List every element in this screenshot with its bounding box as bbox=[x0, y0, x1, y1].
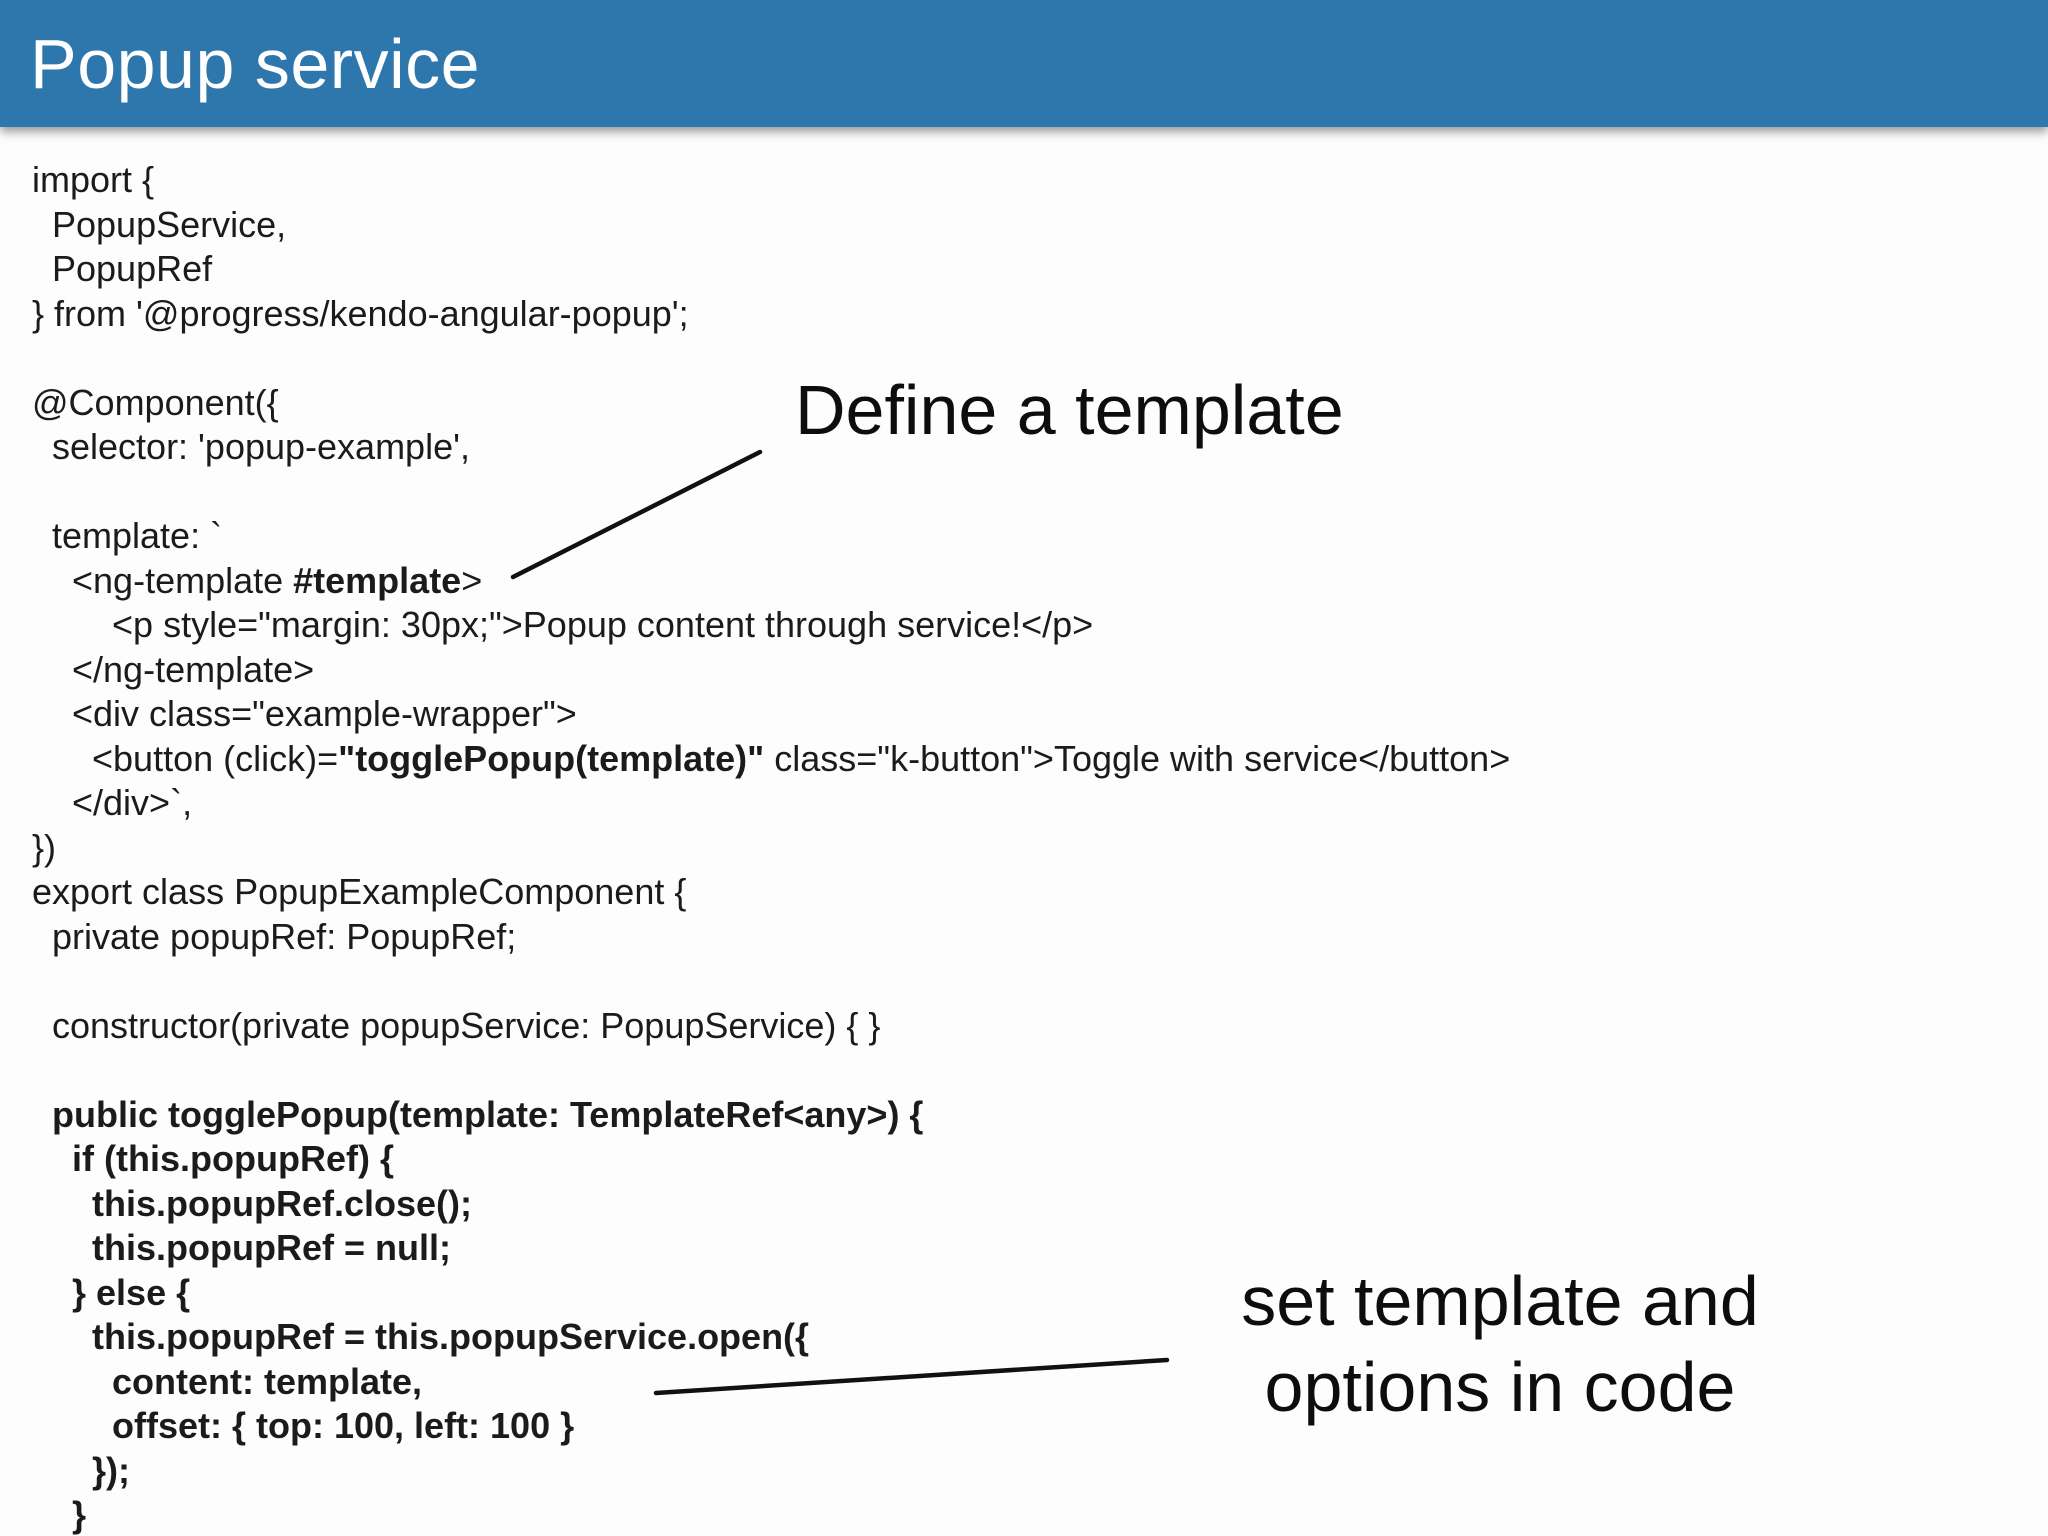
code-line: import { bbox=[32, 159, 155, 200]
annotation-set-options: set template and options in code bbox=[1160, 1258, 1840, 1430]
code-line: template: ` bbox=[32, 515, 223, 556]
code-line bbox=[32, 1048, 1510, 1093]
slide-header: Popup service bbox=[0, 0, 2048, 127]
code-line: public togglePopup(template: TemplateRef… bbox=[32, 1093, 924, 1135]
code-line: private popupRef: PopupRef; bbox=[32, 915, 517, 957]
code-line: <ng-template #template> bbox=[32, 559, 483, 601]
code-line: <div class="example-wrapper"> bbox=[32, 693, 577, 734]
code-line: }) bbox=[32, 826, 57, 868]
code-line: @Component({ bbox=[32, 381, 279, 423]
code-line: offset: { top: 100, left: 100 } bbox=[32, 1405, 575, 1446]
code-block: import { PopupService, PopupRef} from '@… bbox=[32, 158, 1510, 1536]
code-line: <p style="margin: 30px;">Popup content t… bbox=[32, 604, 1094, 645]
code-line: this.popupRef.close(); bbox=[32, 1182, 472, 1224]
code-line: } from '@progress/kendo-angular-popup'; bbox=[32, 292, 689, 334]
code-line: }); bbox=[32, 1449, 130, 1491]
code-line bbox=[32, 470, 1510, 515]
code-line: } bbox=[32, 1494, 87, 1535]
code-line: PopupRef bbox=[32, 248, 213, 289]
code-line: export class PopupExampleComponent { bbox=[32, 871, 687, 912]
slide-title: Popup service bbox=[30, 25, 481, 103]
code-line: this.popupRef = this.popupService.open({ bbox=[32, 1316, 810, 1357]
code-line: selector: 'popup-example', bbox=[32, 426, 470, 467]
code-line: </div>`, bbox=[32, 782, 193, 823]
code-line: <button (click)="togglePopup(template)" … bbox=[32, 737, 1511, 779]
annotation-define-template: Define a template bbox=[795, 371, 1344, 449]
code-line: if (this.popupRef) { bbox=[32, 1138, 394, 1179]
code-line: PopupService, bbox=[32, 203, 287, 245]
code-line: content: template, bbox=[32, 1360, 423, 1402]
annotation-set-options-line2: options in code bbox=[1264, 1348, 1736, 1426]
code-line: constructor(private popupService: PopupS… bbox=[32, 1004, 881, 1046]
code-line: </ng-template> bbox=[32, 648, 315, 690]
code-line bbox=[32, 959, 1510, 1004]
annotation-set-options-line1: set template and bbox=[1241, 1262, 1759, 1340]
code-line: this.popupRef = null; bbox=[32, 1227, 451, 1268]
code-line: } else { bbox=[32, 1271, 191, 1313]
